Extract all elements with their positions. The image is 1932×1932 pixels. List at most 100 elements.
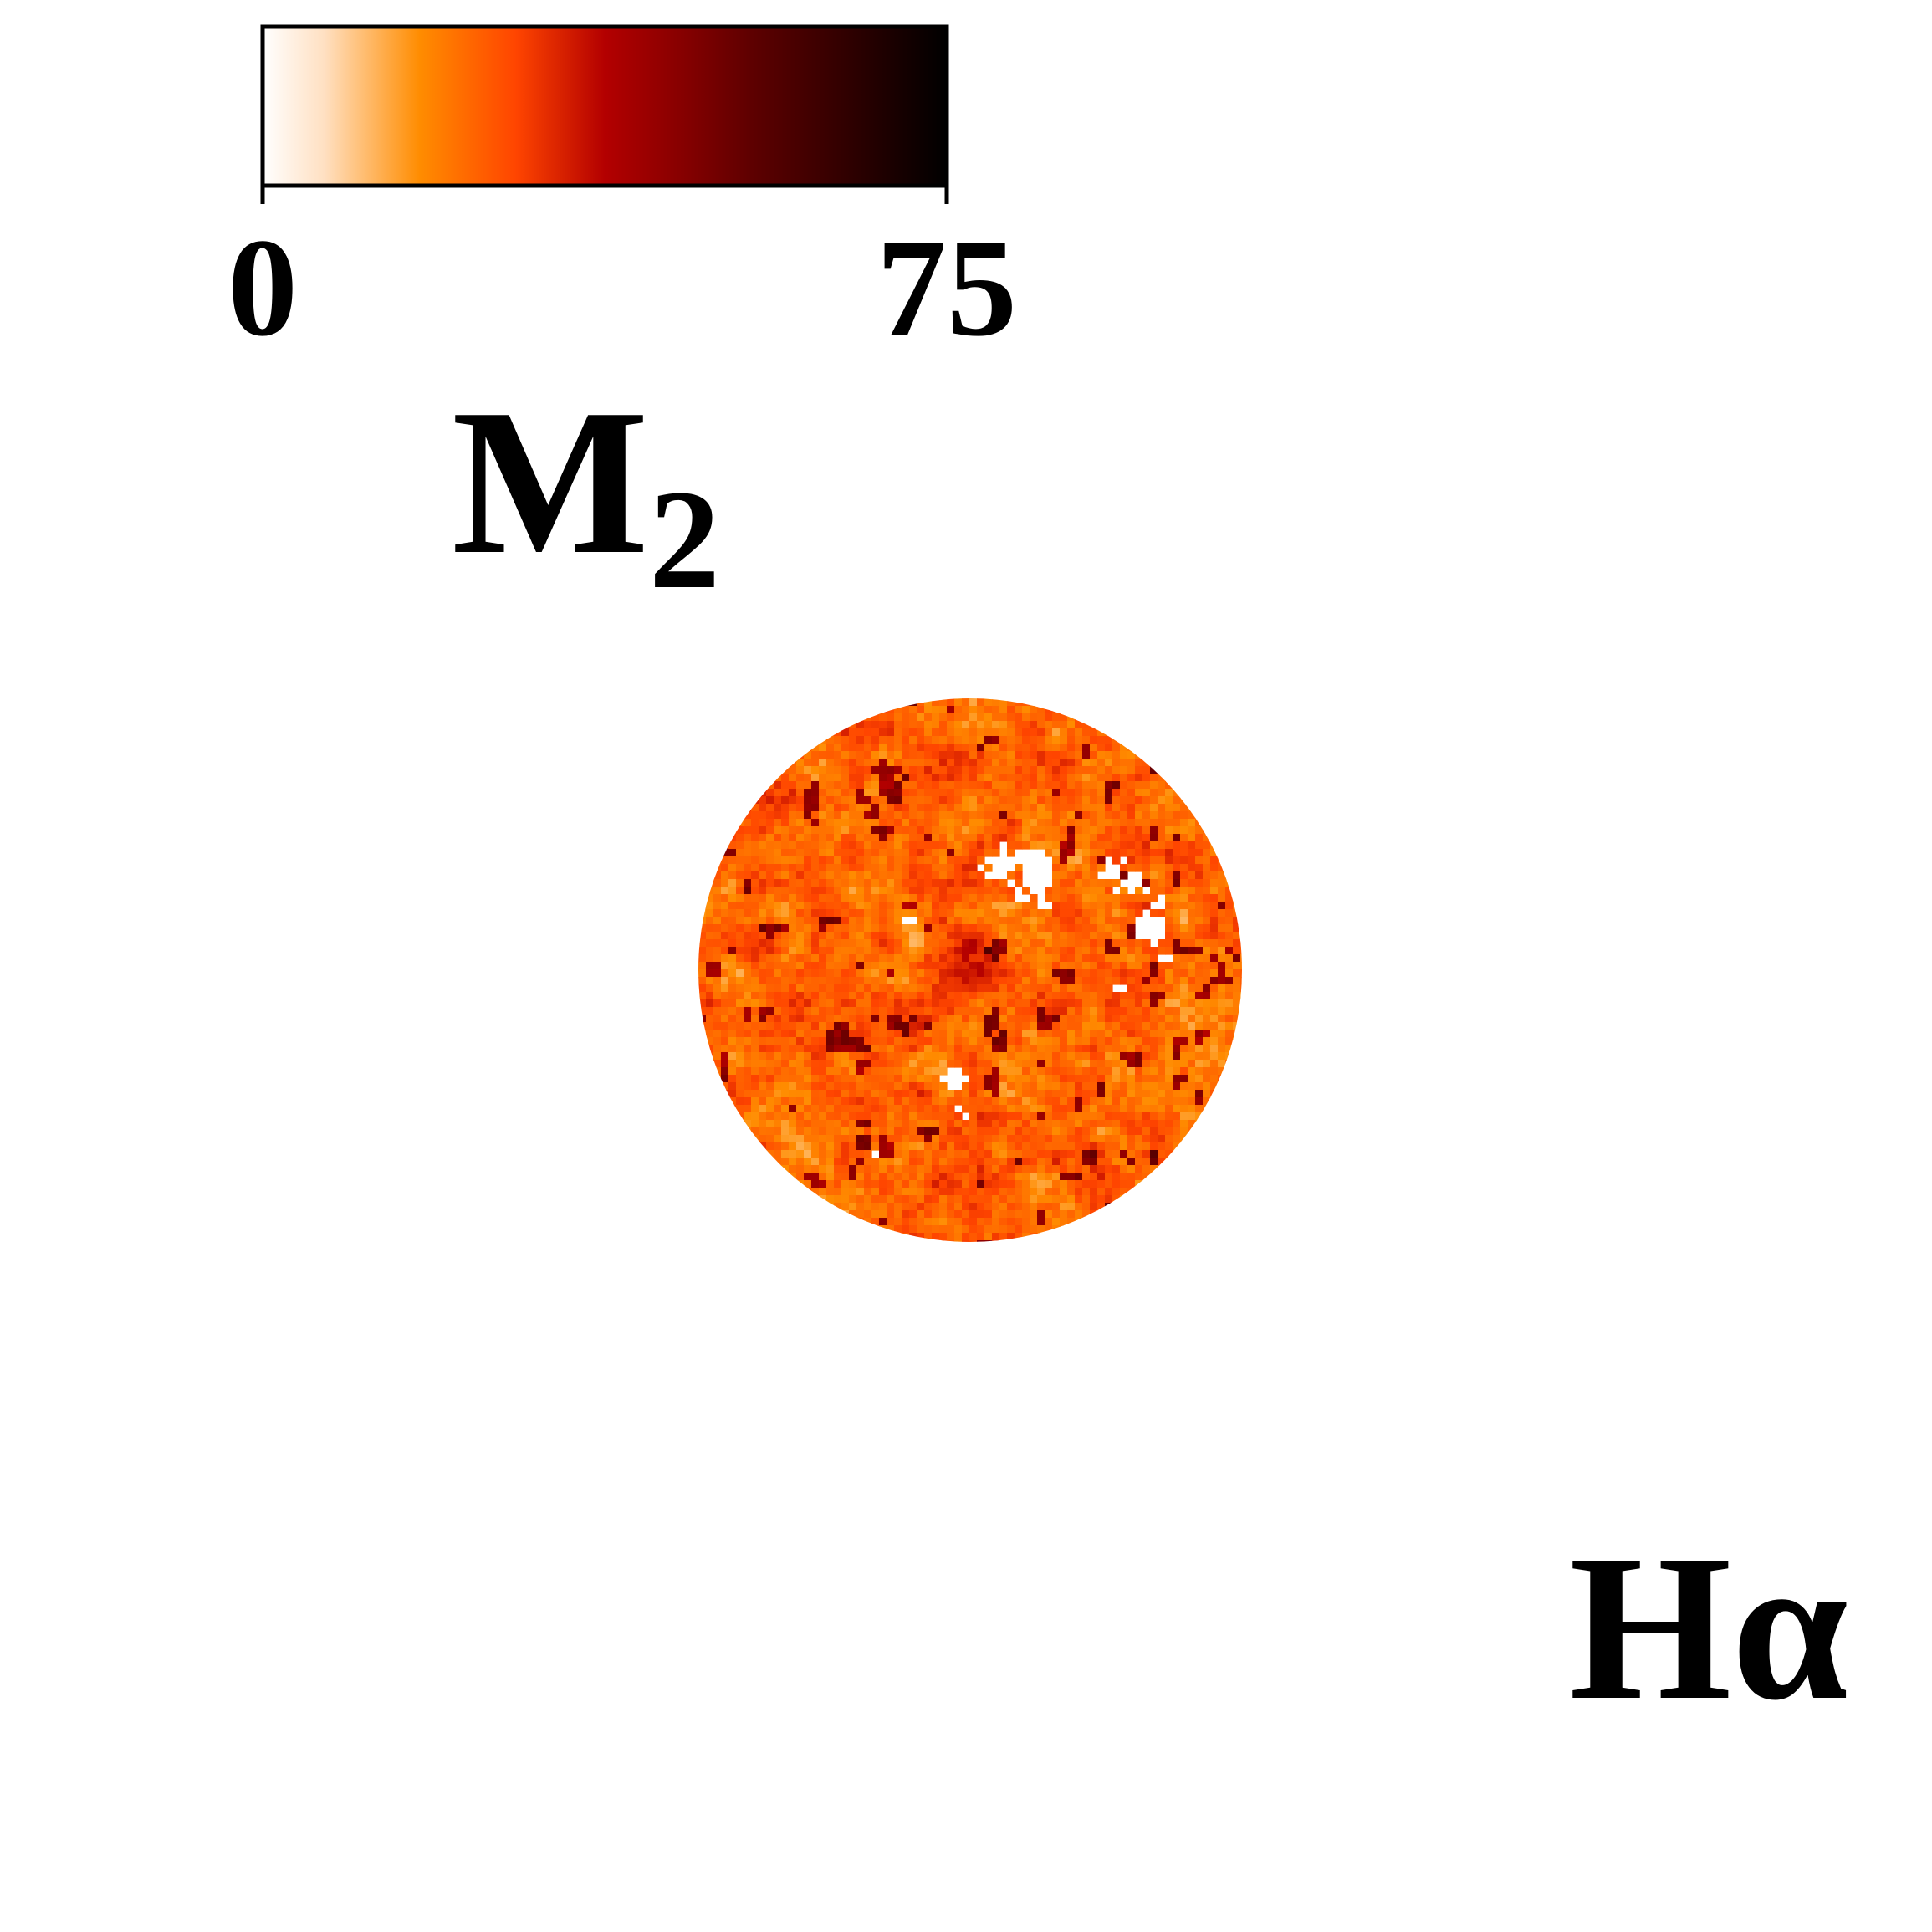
- map-cell: [1030, 1067, 1038, 1076]
- map-cell: [856, 834, 865, 842]
- map-cell: [1120, 939, 1128, 948]
- map-cell: [796, 774, 805, 782]
- map-cell: [969, 1105, 978, 1113]
- map-cell: [698, 1030, 707, 1038]
- map-cell: [706, 1052, 714, 1061]
- map-cell: [1180, 834, 1188, 842]
- map-cell: [932, 751, 940, 759]
- map-cell: [1082, 969, 1091, 978]
- map-cell: [1158, 796, 1166, 805]
- map-cell: [751, 789, 759, 797]
- map-cell: [834, 1120, 842, 1128]
- map-cell: [1060, 917, 1068, 925]
- map-cell: [969, 841, 978, 850]
- map-cell: [1210, 984, 1219, 993]
- map-cell: [1105, 1060, 1113, 1068]
- map-cell: [736, 909, 744, 917]
- map-cell: [1188, 977, 1196, 985]
- map-cell: [1030, 1225, 1038, 1234]
- map-cell: [969, 1142, 978, 1151]
- map-cell: [1150, 1090, 1158, 1098]
- map-cell: [751, 1060, 759, 1068]
- map-cell: [932, 864, 940, 872]
- map-cell: [1135, 1060, 1143, 1068]
- map-cell: [1022, 977, 1030, 985]
- map-cell: [1127, 1120, 1136, 1128]
- map-cell: [706, 984, 714, 993]
- map-cell: [1037, 706, 1045, 714]
- map-cell: [804, 1150, 812, 1158]
- map-cell: [1097, 1150, 1106, 1158]
- map-cell: [1150, 887, 1158, 895]
- map-cell: [1045, 954, 1053, 963]
- map-cell: [887, 1015, 895, 1023]
- map-cell: [1165, 796, 1173, 805]
- map-cell: [939, 1045, 948, 1053]
- map-cell: [1067, 1007, 1076, 1015]
- map-cell: [962, 841, 970, 850]
- map-cell: [1090, 1173, 1098, 1181]
- map-cell: [1060, 841, 1068, 850]
- map-cell: [1045, 887, 1053, 895]
- map-cell: [932, 992, 940, 1000]
- map-cell: [1203, 992, 1211, 1000]
- map-cell: [902, 887, 910, 895]
- map-cell: [736, 932, 744, 940]
- map-cell: [954, 864, 963, 872]
- map-cell: [856, 909, 865, 917]
- map-cell: [954, 902, 963, 910]
- map-cell: [781, 774, 790, 782]
- map-cell: [894, 984, 902, 993]
- map-cell: [1180, 871, 1188, 880]
- map-cell: [1105, 909, 1113, 917]
- map-cell: [871, 759, 880, 767]
- map-cell: [856, 1142, 865, 1151]
- map-cell: [924, 864, 933, 872]
- map-cell: [1135, 1015, 1143, 1023]
- map-cell: [871, 1203, 880, 1211]
- map-cell: [1030, 1233, 1038, 1241]
- map-cell: [992, 1067, 1000, 1076]
- map-cell: [819, 954, 827, 963]
- map-cell: [1075, 1090, 1083, 1098]
- map-cell: [804, 1112, 812, 1121]
- map-cell: [819, 864, 827, 872]
- map-cell: [728, 1007, 737, 1015]
- map-cell: [1165, 1097, 1173, 1106]
- map-cell: [969, 924, 978, 933]
- map-cell: [1105, 984, 1113, 993]
- map-cell: [924, 819, 933, 827]
- map-cell: [751, 939, 759, 948]
- map-cell: [962, 834, 970, 842]
- map-cell: [804, 849, 812, 857]
- map-cell: [1233, 984, 1241, 993]
- map-cell: [947, 1158, 955, 1166]
- map-cell: [902, 1045, 910, 1053]
- map-cell: [1135, 781, 1143, 790]
- map-cell: [1067, 736, 1076, 744]
- map-cell: [902, 939, 910, 948]
- map-cell: [766, 947, 774, 955]
- map-cell: [999, 1158, 1008, 1166]
- map-cell: [1120, 1090, 1128, 1098]
- map-cell: [751, 1030, 759, 1038]
- map-cell: [1120, 781, 1128, 790]
- map-cell: [984, 721, 993, 729]
- map-cell: [1112, 781, 1121, 790]
- map-cell: [969, 1097, 978, 1106]
- map-cell: [1082, 992, 1091, 1000]
- map-cell: [1075, 977, 1083, 985]
- map-cell: [744, 1052, 752, 1061]
- map-cell: [871, 1142, 880, 1151]
- map-cell: [1090, 849, 1098, 857]
- map-cell: [894, 759, 902, 767]
- map-cell: [962, 924, 970, 933]
- map-cell: [1158, 1165, 1166, 1173]
- map-cell: [774, 826, 782, 835]
- map-cell: [781, 947, 790, 955]
- map-cell: [789, 977, 797, 985]
- map-cell: [796, 1090, 805, 1098]
- map-cell: [932, 759, 940, 767]
- map-cell: [894, 992, 902, 1000]
- map-cell: [999, 1067, 1008, 1076]
